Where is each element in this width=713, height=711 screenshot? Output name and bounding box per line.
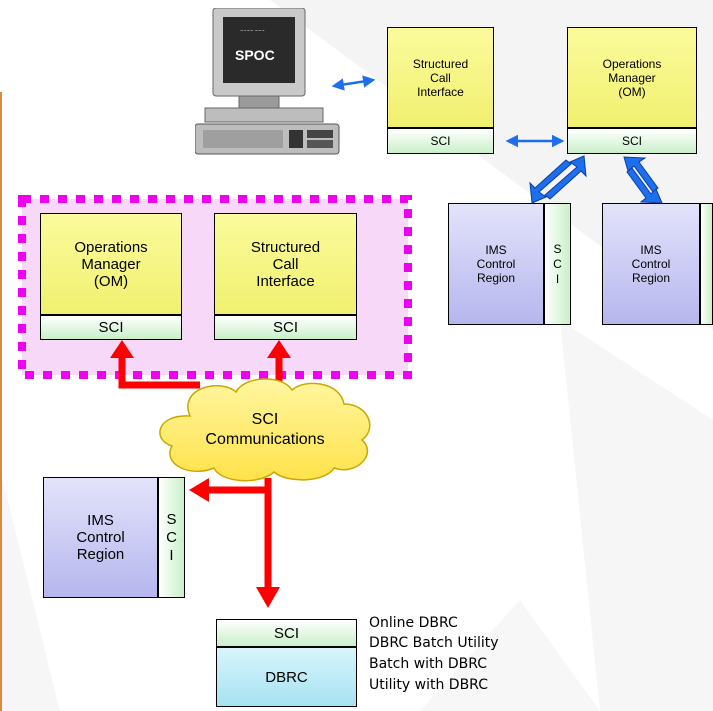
dbrc-user-utility: Utility with DBRC: [369, 677, 488, 693]
spoc-computer-icon[interactable]: ~~~~ ~~~: [195, 8, 345, 156]
ims-control-region-left[interactable]: IMS Control Region: [43, 477, 158, 598]
ims-control-region-left-sci-label: SCI: [163, 510, 180, 565]
ims-control-region-left-sci-bar[interactable]: SCI: [158, 477, 185, 598]
sysplex-sci-box-label: Structured Call Interface: [250, 238, 321, 290]
spoc-label: SPOC: [235, 47, 275, 63]
ims-control-region-left-label: IMS Control Region: [76, 512, 125, 563]
top-ims-region-1-sci-label: SCI: [550, 241, 565, 287]
top-sci-box-sci-label: SCI: [430, 134, 451, 148]
svg-text:~~~~ ~~~: ~~~~ ~~~: [240, 28, 265, 33]
sysplex-sci-box-sci-label: SCI: [272, 319, 298, 336]
top-om-box[interactable]: Operations Manager (OM): [567, 27, 697, 128]
top-sci-box-sci-bar[interactable]: SCI: [387, 128, 494, 154]
top-ims-region-2-sci-bar[interactable]: [700, 203, 713, 325]
top-ims-region-1-label: IMS Control Region: [476, 243, 516, 285]
top-om-box-sci-label: SCI: [621, 134, 642, 148]
sci-communications-label: SCI Communications: [205, 411, 325, 448]
top-ims-region-2-label: IMS Control Region: [631, 243, 671, 285]
dbrc-user-batch-utility: DBRC Batch Utility: [369, 635, 499, 651]
dbrc-user-online: Online DBRC: [369, 615, 458, 631]
dbrc-label: DBRC: [265, 668, 308, 686]
top-ims-region-1[interactable]: IMS Control Region: [448, 203, 544, 325]
top-ims-region-1-sci-bar[interactable]: SCI: [544, 203, 571, 325]
top-sci-box-label: Structured Call Interface: [412, 56, 469, 99]
dbrc-user-batch: Batch with DBRC: [369, 656, 488, 672]
sysplex-sci-box[interactable]: Structured Call Interface: [214, 213, 357, 315]
sysplex-sci-box-sci-bar[interactable]: SCI: [214, 315, 357, 340]
sysplex-om-box[interactable]: Operations Manager (OM): [40, 213, 182, 315]
top-om-box-label: Operations Manager (OM): [602, 56, 662, 99]
sci-communications-cloud-icon: [159, 378, 371, 482]
dbrc-sci-label: SCI: [273, 624, 299, 642]
sysplex-om-box-sci-bar[interactable]: SCI: [40, 315, 182, 340]
sysplex-om-box-sci-label: SCI: [98, 319, 124, 336]
sysplex-om-box-label: Operations Manager (OM): [74, 238, 148, 290]
dbrc-sci-bar[interactable]: SCI: [216, 619, 357, 647]
top-sci-box[interactable]: Structured Call Interface: [387, 27, 494, 128]
top-om-box-sci-bar[interactable]: SCI: [567, 128, 697, 154]
dbrc-box[interactable]: DBRC: [216, 647, 357, 707]
top-ims-region-2[interactable]: IMS Control Region: [602, 203, 700, 325]
